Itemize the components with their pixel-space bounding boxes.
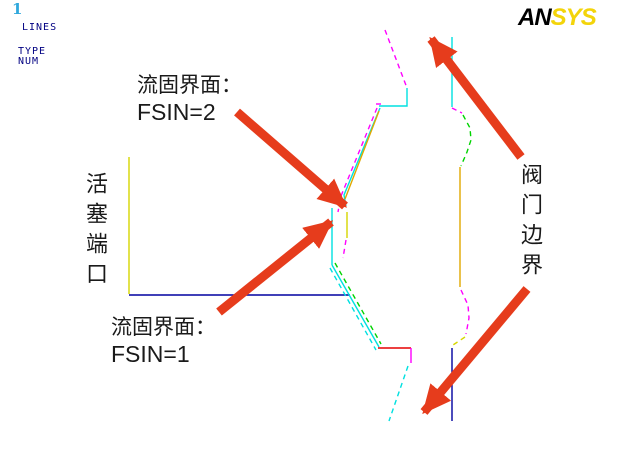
model-line-valve-skirt-magenta-arc — [460, 289, 470, 335]
label-fsin1-code: FSIN=1 — [111, 341, 190, 368]
label-fsin2-code: FSIN=2 — [137, 99, 216, 126]
ansys-logo-an: AN — [518, 4, 552, 31]
plot-type-label: TYPE NUM — [18, 46, 47, 67]
model-line-upper-seat-orange — [344, 110, 380, 200]
label-fsin2: 流固界面： FSIN=2 — [137, 72, 242, 127]
model-line-lower-seat-cyan2 — [329, 267, 377, 351]
ansys-logo: ANSYS — [518, 4, 597, 31]
arrow-valve-top — [427, 36, 525, 160]
plot-mode-label: LINES — [22, 22, 58, 33]
model-line-inlet-step — [379, 88, 408, 107]
model-line-lower-seat-green — [334, 262, 382, 345]
model-line-upper-seat-magenta — [337, 107, 378, 213]
label-piston-port: 活塞端口 — [83, 172, 108, 292]
model-line-outlet-diagonal — [388, 365, 409, 422]
model-line-valve-skirt-yellow — [452, 336, 466, 346]
ansys-logo-sys: SYS — [550, 4, 597, 31]
model-line-lower-seat-cyan — [331, 264, 380, 348]
label-fsin1-cjk: 流固界面： — [111, 315, 216, 339]
label-fsin1: 流固界面： FSIN=1 — [111, 314, 216, 369]
label-valve-boundary: 阀门边界 — [518, 163, 543, 283]
arrow-fsin1 — [216, 218, 334, 316]
model-line-valve-head-green-arc — [460, 114, 472, 167]
plot-info: 1 LINES TYPE NUM — [12, 0, 56, 67]
model-line-valve-neck-magenta — [451, 107, 463, 114]
arrow-valve-bottom — [420, 286, 531, 415]
window-number-label: 1 — [12, 0, 23, 18]
arrow-fsin2 — [234, 108, 348, 210]
label-fsin2-cjk: 流固界面： — [137, 73, 242, 97]
model-line-inlet-top-diagonal — [384, 29, 408, 89]
model-line-interface2-magenta — [342, 239, 347, 259]
